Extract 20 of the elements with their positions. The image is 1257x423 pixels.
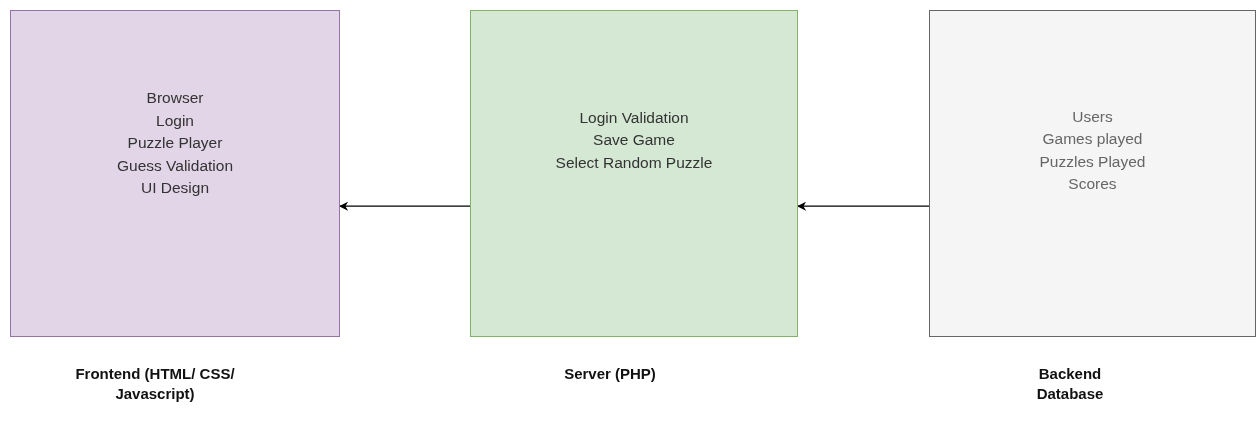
box-text: Login Validation — [579, 107, 689, 128]
box-text: Select Random Puzzle — [555, 152, 713, 173]
box-caption: Backend Database — [1035, 364, 1105, 404]
box-text: Guess Validation — [117, 155, 233, 176]
process-box — [470, 10, 798, 337]
arrow — [339, 201, 471, 211]
process-box — [929, 10, 1256, 337]
box-text: Games played — [1042, 129, 1143, 149]
box-caption: Server (PHP) — [563, 364, 657, 384]
arrow — [797, 201, 930, 211]
box-text: UI Design — [140, 178, 210, 199]
box-text: Puzzles Played — [1039, 151, 1146, 172]
box-text: Scores — [1068, 174, 1117, 194]
box-text: Users — [1072, 106, 1113, 127]
box-text: Puzzle Player — [127, 133, 223, 154]
box-text: Browser — [146, 88, 204, 109]
box-text: Save Game — [593, 130, 675, 151]
box-caption: Frontend (HTML/ CSS/ Javascript) — [75, 364, 235, 404]
process-box — [10, 10, 340, 337]
box-text: Login — [156, 110, 194, 131]
